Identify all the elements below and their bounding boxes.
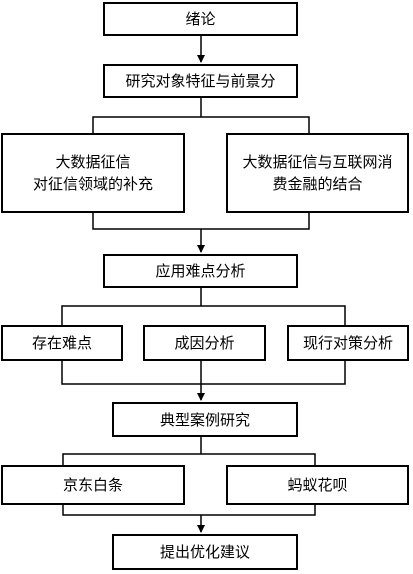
- node-cause-analysis: 成因分析: [143, 325, 266, 361]
- connector-merge-1: [92, 212, 310, 230]
- connector-branch-3: [62, 453, 316, 465]
- node-bigdata-internet: 大数据征信与互联网消 费金融的结合: [226, 133, 409, 213]
- node-typical-cases: 典型案例研究: [112, 402, 298, 437]
- node-research-features: 研究对象特征与前景分: [103, 64, 298, 98]
- node-ant-huabei: 蚂蚁花呗: [226, 465, 409, 505]
- connector-merge-2: [61, 361, 346, 385]
- node-current-countermeasures: 现行对策分析: [287, 325, 409, 361]
- node-application-difficulty: 应用难点分析: [103, 254, 298, 288]
- node-bigdata-supplement: 大数据征信 对征信领域的补充: [1, 133, 185, 213]
- connector-merge-3: [62, 505, 316, 516]
- node-existing-difficulty: 存在难点: [1, 325, 123, 361]
- connector-branch-1: [92, 116, 310, 133]
- node-optimization: 提出优化建议: [112, 534, 298, 570]
- node-jd-baitiao: 京东白条: [1, 465, 185, 505]
- connector-branch-2: [61, 305, 346, 325]
- node-conclusion: 绪论: [103, 2, 298, 36]
